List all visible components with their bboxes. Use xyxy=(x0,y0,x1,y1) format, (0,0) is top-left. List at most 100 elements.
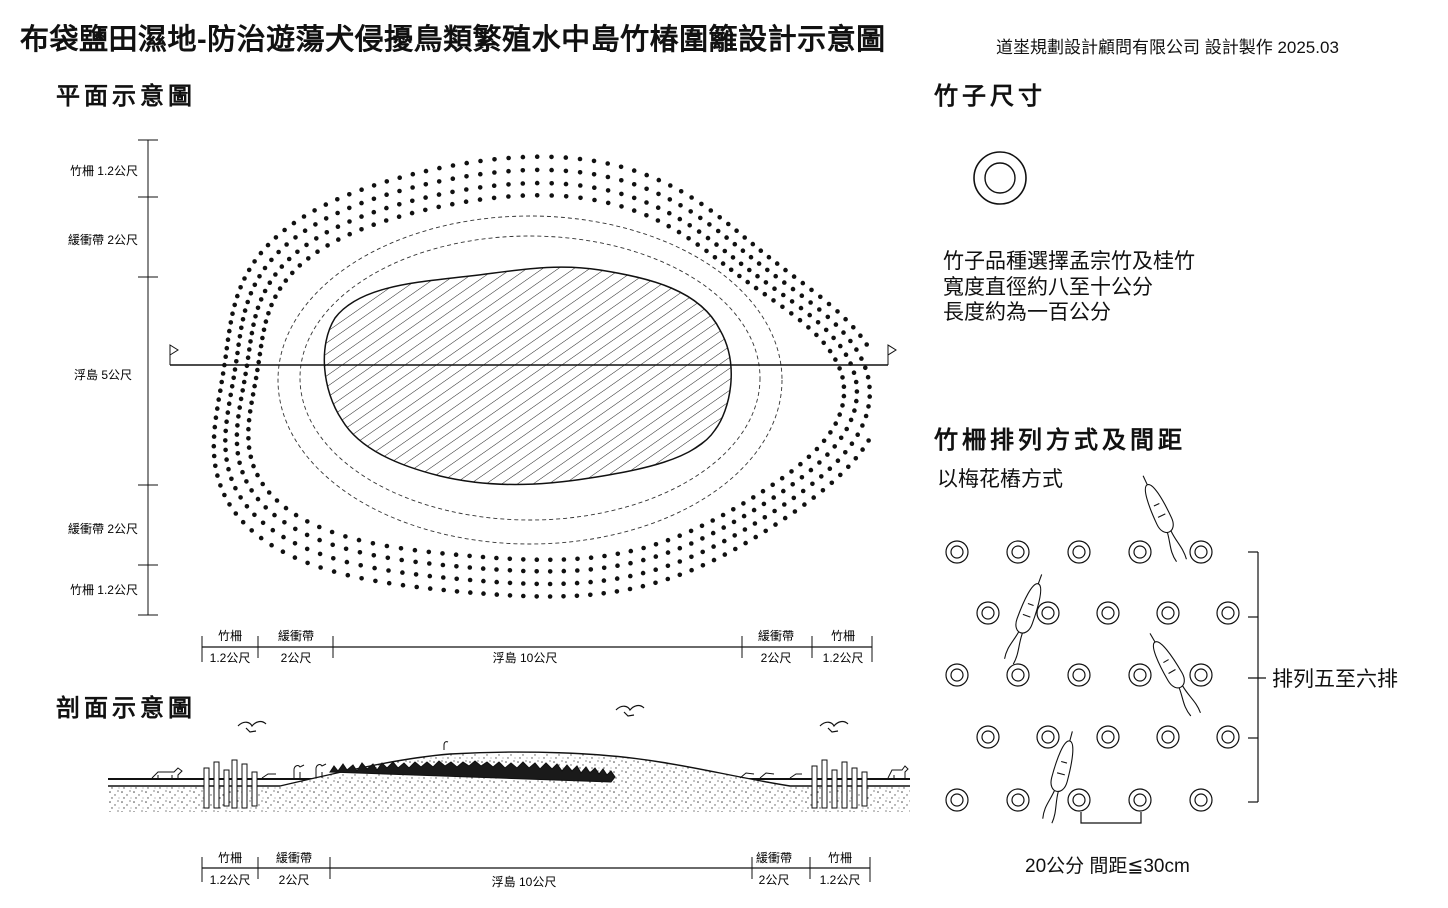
bamboo-stake-dot xyxy=(773,522,778,527)
bamboo-stake-dot xyxy=(244,479,249,484)
bamboo-stake-dot xyxy=(383,218,389,223)
bamboo-stake-dot xyxy=(279,264,285,269)
plan-vertical-dimension xyxy=(138,139,158,616)
bamboo-stake-dot xyxy=(699,523,705,529)
stake-circle xyxy=(1096,601,1120,625)
bamboo-stake-dot xyxy=(644,213,649,218)
section-fence-left xyxy=(203,759,258,809)
bamboo-stake-dot xyxy=(248,291,254,296)
stake-circle xyxy=(1128,663,1152,687)
bamboo-stake-dot xyxy=(831,335,836,341)
stake-circle xyxy=(1067,663,1091,687)
plan-hdim-buffer-left-value: 2公尺 xyxy=(281,651,312,665)
bamboo-stake-dot xyxy=(791,274,797,279)
bamboo-stake-dot xyxy=(306,256,311,261)
bamboo-stake-dot xyxy=(731,519,737,525)
bamboo-stake-dot xyxy=(247,409,253,414)
bamboo-stake-dot xyxy=(833,421,838,426)
bamboo-stake-dot xyxy=(756,261,762,266)
bamboo-stake-dot xyxy=(548,557,553,563)
bamboo-stake-dot xyxy=(835,309,840,314)
bamboo-stake-dot xyxy=(628,573,633,579)
bamboo-stake-dot xyxy=(237,405,242,410)
bamboo-stake-dot xyxy=(707,222,712,227)
bamboo-stake-dot xyxy=(741,513,747,519)
bamboo-stake-dot xyxy=(343,546,349,552)
bamboo-stake-dot xyxy=(783,267,788,273)
bamboo-stake-dot xyxy=(653,554,659,559)
bamboo-stake-dot xyxy=(215,406,220,411)
bamboo-stake-dot xyxy=(838,472,843,478)
bamboo-stake-dot xyxy=(808,300,813,305)
stake-circle xyxy=(1072,668,1086,682)
bamboo-stake-dot xyxy=(244,504,250,509)
bamboo-stake-dot xyxy=(865,374,871,380)
bamboo-stake-dot xyxy=(238,396,244,402)
bamboo-stake-dot xyxy=(772,286,777,292)
bamboo-stake-dot xyxy=(798,461,803,467)
bamboo-stake-dot xyxy=(867,384,872,390)
bamboo-stake-dot xyxy=(359,227,364,232)
bamboo-stake-dot xyxy=(242,276,247,281)
bamboo-stake-dot xyxy=(480,554,486,560)
bamboo-stake-dot xyxy=(232,302,237,308)
bamboo-stake-dot xyxy=(700,563,706,568)
bamboo-stake-dot xyxy=(252,383,257,389)
bamboo-stake-dot xyxy=(507,556,513,562)
stake-circle xyxy=(1194,545,1208,559)
bamboo-stake-dot xyxy=(520,193,526,198)
bamboo-stake-dot xyxy=(239,325,244,331)
bamboo-stake-dot xyxy=(614,589,620,594)
bamboo-stake-dot xyxy=(249,400,254,406)
egret-icon xyxy=(293,741,449,778)
bamboo-stake-dot xyxy=(450,163,456,168)
bamboo-stake-dot xyxy=(252,259,257,264)
bamboo-stake-dot xyxy=(699,201,704,207)
bamboo-stake-dot xyxy=(688,528,694,534)
stake-circle xyxy=(981,606,995,620)
bamboo-stake-dot xyxy=(677,216,683,222)
bamboo-stake-dot xyxy=(686,236,691,241)
bamboo-stake-dot xyxy=(753,285,759,291)
bamboo-stake-dot xyxy=(614,576,620,581)
bamboo-stake-dot xyxy=(248,339,253,344)
bamboo-stake-dot xyxy=(454,589,460,594)
bamboo-stake-dot xyxy=(549,193,554,198)
bamboo-stake-dot xyxy=(720,512,726,518)
bamboo-stake-dot xyxy=(240,519,246,525)
bamboo-stake-dot xyxy=(863,365,868,371)
bamboo-stake-dot xyxy=(575,556,580,562)
section-marker-right xyxy=(887,344,897,365)
section-hdim-buffer-right-value: 2公尺 xyxy=(759,873,790,887)
bamboo-stake-dot xyxy=(653,542,659,547)
vdim-buffer-bottom: 緩衝帶 2公尺 xyxy=(68,522,138,536)
floating-island-plan xyxy=(323,266,732,486)
bamboo-stake-dot xyxy=(274,498,280,503)
bamboo-stake-dot xyxy=(257,274,262,279)
stake-circle xyxy=(981,730,995,744)
bamboo-stake-dot xyxy=(826,301,832,307)
bamboo-stake-dot xyxy=(628,560,633,566)
plan-hdim-buffer-left-name: 緩衝帶 xyxy=(278,629,314,643)
bamboo-stake-dot xyxy=(507,580,513,586)
bamboo-stake-dot xyxy=(534,557,540,562)
plan-hdim-buffer-right-value: 2公尺 xyxy=(761,651,792,665)
stake-circle xyxy=(950,668,964,682)
bamboo-stake-dot xyxy=(732,533,737,538)
bamboo-stake-dot xyxy=(751,507,757,513)
spacing-bracket xyxy=(1080,812,1142,824)
bamboo-stake-dot xyxy=(806,454,812,460)
bamboo-stake-dot xyxy=(313,222,318,227)
bamboo-stake-dot xyxy=(745,279,750,285)
bamboo-stake-dot xyxy=(592,185,597,190)
bamboo-stake-dot xyxy=(219,379,224,385)
bamboo-stake-dot xyxy=(220,371,226,376)
bamboo-stake-dot xyxy=(262,288,268,294)
bamboo-stake-dot xyxy=(478,171,483,177)
bamboo-stake-dot xyxy=(689,567,694,573)
bamboo-stake-dot xyxy=(283,278,289,283)
bamboo-stake-dot xyxy=(592,197,597,203)
bamboo-stake-dot xyxy=(520,181,526,186)
bamboo-stake-dot xyxy=(715,228,721,234)
bamboo-stake-dot xyxy=(248,454,254,460)
